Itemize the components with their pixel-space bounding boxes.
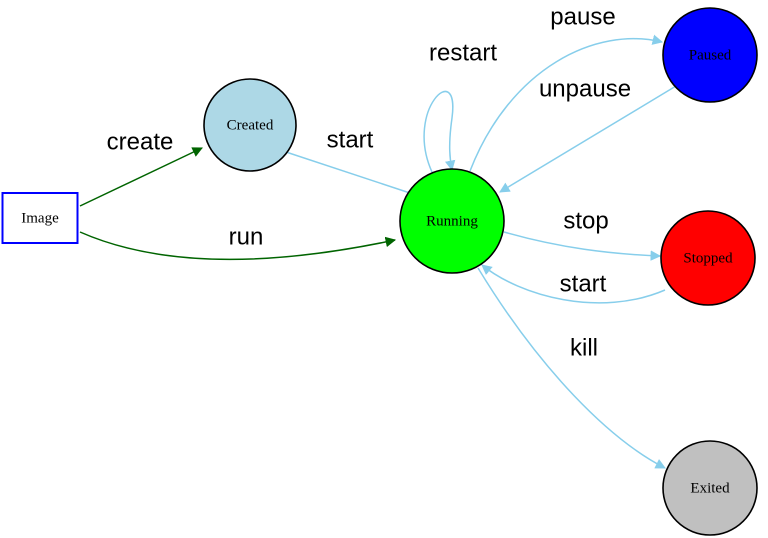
node-shape-created[interactable] bbox=[203, 78, 297, 172]
node-created[interactable]: Created bbox=[203, 78, 297, 172]
node-shape-paused[interactable] bbox=[662, 7, 758, 103]
edge-stop[interactable] bbox=[503, 231, 662, 261]
edge-label-start1: start bbox=[327, 126, 374, 153]
edge-start2[interactable] bbox=[481, 264, 666, 304]
edge-pause[interactable] bbox=[469, 34, 664, 172]
edge-start1[interactable] bbox=[285, 151, 423, 200]
edge-kill[interactable] bbox=[477, 267, 666, 469]
node-shape-stopped[interactable] bbox=[660, 210, 756, 306]
node-running[interactable]: Running bbox=[399, 168, 505, 274]
node-shape-running[interactable] bbox=[399, 168, 505, 274]
edge-labels-layer: create run start pause unpause restart stop sta… bbox=[107, 3, 631, 361]
edge-label-kill: kill bbox=[570, 334, 598, 361]
edge-label-restart: restart bbox=[429, 39, 497, 66]
node-paused[interactable]: Paused bbox=[662, 7, 758, 103]
edge-label-pause: pause bbox=[550, 3, 615, 30]
edge-unpause[interactable] bbox=[499, 85, 677, 193]
edge-label-start2: start bbox=[560, 270, 607, 297]
edge-label-stop: stop bbox=[563, 207, 608, 234]
edge-label-unpause: unpause bbox=[539, 75, 631, 102]
edges-layer bbox=[79, 34, 677, 469]
node-exited[interactable]: Exited bbox=[662, 440, 758, 536]
edge-create[interactable] bbox=[79, 147, 203, 207]
node-image[interactable]: Image bbox=[1, 192, 79, 244]
edge-label-create: create bbox=[107, 128, 174, 155]
node-stopped[interactable]: Stopped bbox=[660, 210, 756, 306]
node-shape-image[interactable] bbox=[1, 192, 79, 244]
edge-restart[interactable] bbox=[423, 90, 456, 173]
edge-label-run: run bbox=[229, 223, 264, 250]
edge-run[interactable] bbox=[79, 231, 397, 261]
node-shape-exited[interactable] bbox=[662, 440, 758, 536]
